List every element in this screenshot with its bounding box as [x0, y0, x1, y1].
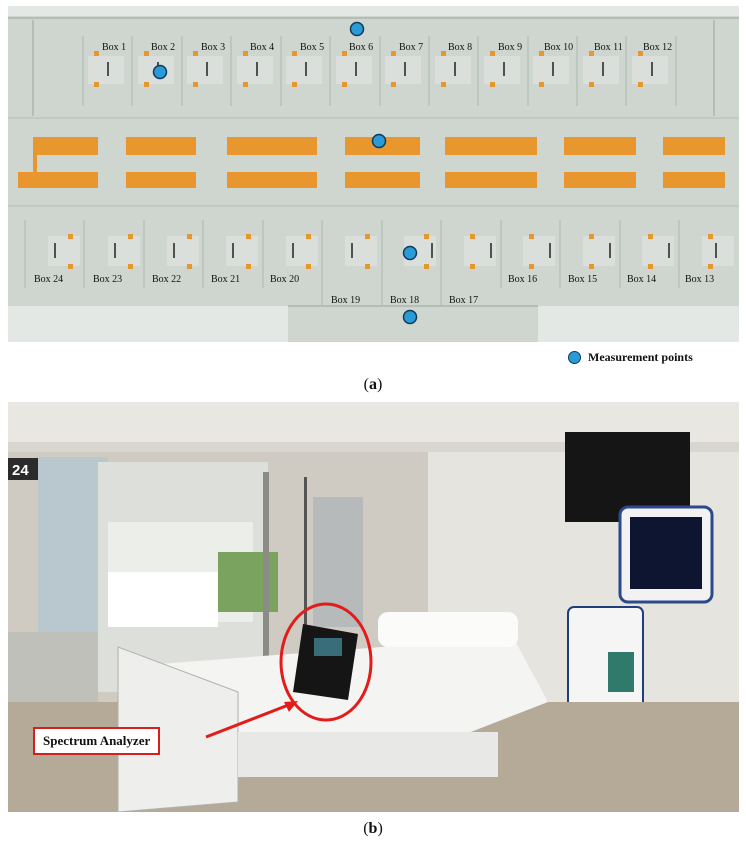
measurement-point: [402, 309, 418, 325]
box-label: Box 6: [349, 42, 373, 53]
box-label: Box 18: [390, 295, 419, 306]
callout-arrow: [205, 702, 292, 739]
top-beds: [88, 51, 668, 87]
box-label: Box 2: [151, 42, 175, 53]
box-label: Box 14: [627, 274, 656, 285]
measurement-point-icon: [568, 351, 581, 364]
box-label: Box 24: [34, 274, 63, 285]
floor-plan: Box 1 Box 2 Box 3 Box 4 Box 5 Box 6 Box …: [8, 6, 739, 342]
caption-b: (b): [363, 820, 383, 837]
box-label: Box 13: [685, 274, 714, 285]
highlight-ellipse: [279, 602, 373, 722]
box-label: Box 21: [211, 274, 240, 285]
box-label: Box 19: [331, 295, 360, 306]
legend-label: Measurement points: [588, 350, 693, 364]
box-label: Box 15: [568, 274, 597, 285]
bottom-beds: [48, 234, 734, 269]
measurement-points: [152, 21, 418, 325]
box-label: Box 11: [594, 42, 623, 53]
box-label: Box 16: [508, 274, 537, 285]
central-furniture: [18, 137, 725, 188]
measurement-point: [349, 21, 365, 37]
caption-a: (a): [363, 376, 383, 393]
box-label: Box 1: [102, 42, 126, 53]
spectrum-analyzer-device: [293, 624, 358, 700]
legend: Measurement points: [568, 350, 693, 365]
top-box-labels: Box 1 Box 2 Box 3 Box 4 Box 5 Box 6 Box …: [102, 42, 672, 53]
box-label: Box 4: [250, 42, 274, 53]
box-label: Box 9: [498, 42, 522, 53]
box-label: Box 10: [544, 42, 573, 53]
box-label: Box 5: [300, 42, 324, 53]
bottom-box-row: [24, 220, 680, 306]
box-label: Box 12: [643, 42, 672, 53]
box-label: Box 22: [152, 274, 181, 285]
box-label: Box 20: [270, 274, 299, 285]
measurement-point: [152, 64, 168, 80]
box-label: Box 17: [449, 295, 478, 306]
measurement-point: [402, 245, 418, 261]
box-label: Box 7: [399, 42, 423, 53]
box-label: Box 3: [201, 42, 225, 53]
box-label: Box 8: [448, 42, 472, 53]
bottom-box-labels: Box 24 Box 23 Box 22 Box 21 Box 20 Box 1…: [34, 274, 714, 306]
top-box-row: [82, 36, 677, 106]
icu-room-photo: 24: [8, 402, 739, 812]
box-label: Box 23: [93, 274, 122, 285]
room-number: 24: [12, 462, 29, 479]
spectrum-analyzer-label: Spectrum Analyzer: [33, 727, 161, 755]
measurement-point: [371, 133, 387, 149]
